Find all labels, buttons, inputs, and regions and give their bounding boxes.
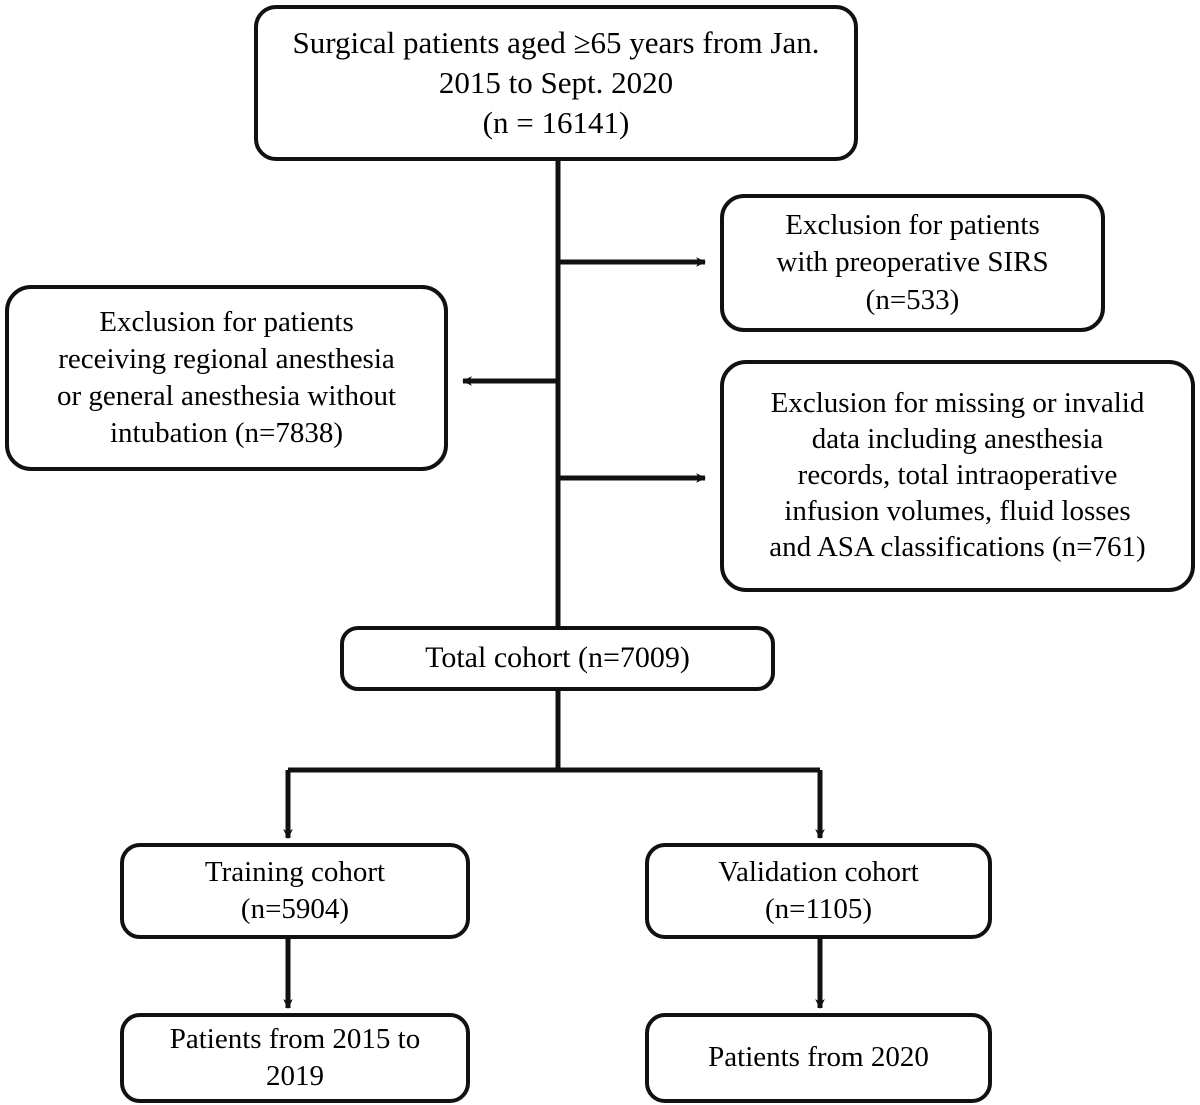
node-validation-cohort: Validation cohort (n=1105) [645,843,992,939]
node-exclusion-sirs-label: Exclusion for patients with preoperative… [776,209,1049,316]
node-exclusion-anesthesia-label: Exclusion for patients receiving regiona… [56,306,397,449]
node-training-cohort-label: Training cohort (n=5904) [204,856,386,925]
node-source-population: Surgical patients aged ≥65 years from Ja… [254,5,858,161]
node-validation-cohort-label: Validation cohort (n=1105) [718,856,919,925]
node-exclusion-anesthesia: Exclusion for patients receiving regiona… [5,285,448,471]
node-exclusion-missing-data: Exclusion for missing or invalid data in… [720,360,1195,592]
node-validation-years-label: Patients from 2020 [708,1041,929,1074]
node-source-population-label: Surgical patients aged ≥65 years from Ja… [292,24,820,141]
node-total-cohort: Total cohort (n=7009) [340,626,775,691]
node-exclusion-missing-data-label: Exclusion for missing or invalid data in… [769,387,1146,563]
node-training-years-label: Patients from 2015 to 2019 [169,1023,421,1092]
node-total-cohort-label: Total cohort (n=7009) [425,641,690,675]
node-training-cohort: Training cohort (n=5904) [120,843,470,939]
node-validation-years: Patients from 2020 [645,1013,992,1103]
node-exclusion-sirs: Exclusion for patients with preoperative… [720,194,1105,332]
node-training-years: Patients from 2015 to 2019 [120,1013,470,1103]
